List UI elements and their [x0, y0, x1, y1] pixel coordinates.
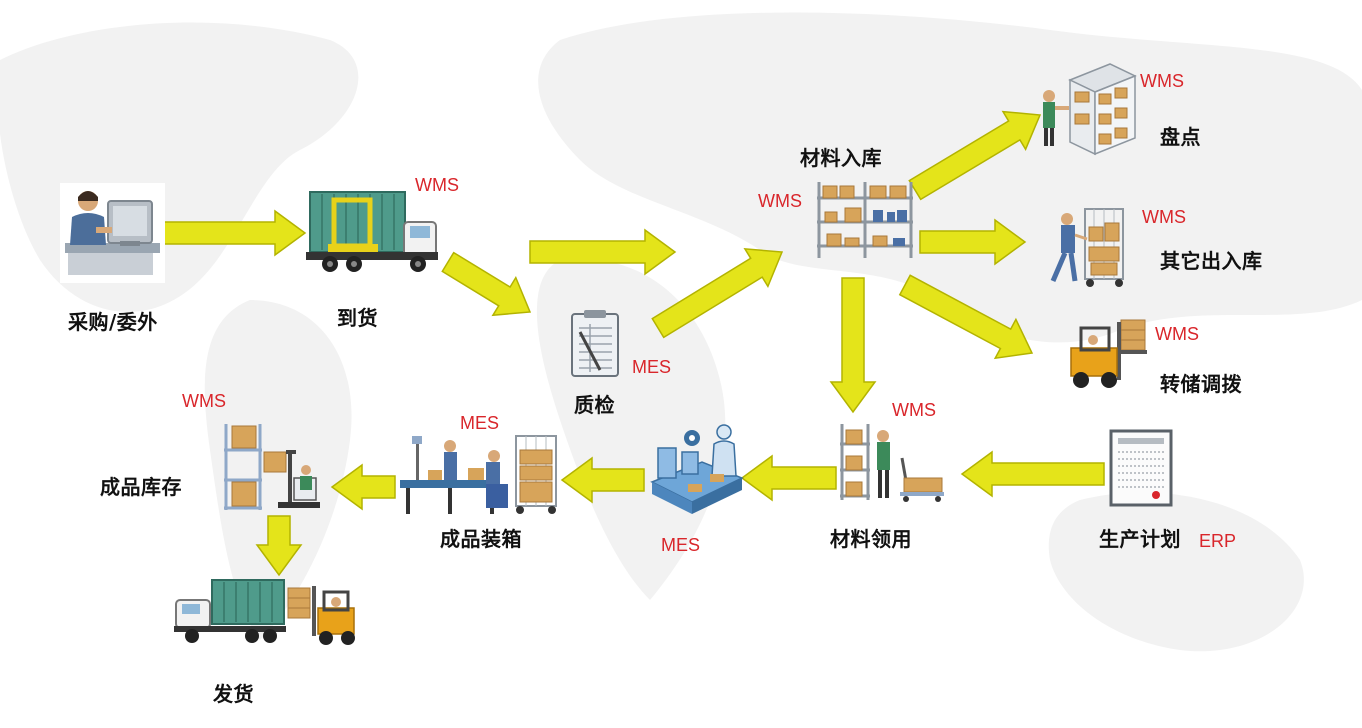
step-fg-stock [222, 420, 322, 512]
step-material-issue [838, 422, 948, 502]
label-transfer: 转储调拨 [1160, 372, 1242, 396]
step-purchase [60, 183, 165, 283]
arrow-plan-to-material-issue [960, 450, 1105, 498]
step-arrival [306, 186, 441, 276]
shelf-picker-icon [840, 424, 944, 502]
step-other-in-out [1043, 205, 1128, 287]
arrow-fg-stock-to-shipping [255, 515, 303, 577]
truck-forklift-icon [174, 579, 355, 645]
arrow-inspection-to-material-in [651, 248, 784, 339]
step-material-in [815, 180, 915, 260]
forklift-icon [1070, 319, 1147, 388]
arrow-manufacturing-to-packing [560, 456, 645, 504]
stacker-shelf-icon [224, 424, 320, 510]
packing-line-icon [400, 435, 557, 514]
plan-document-icon [1109, 429, 1173, 507]
step-packing [398, 430, 560, 518]
arrow-arrival-to-material-in [529, 228, 677, 276]
step-manufacturing [648, 418, 746, 518]
label-purchase: 采购/委外 [68, 310, 158, 334]
arrow-material-in-to-transfer [898, 274, 1034, 360]
system-packing: MES [460, 413, 500, 433]
system-material-issue: WMS [892, 400, 936, 420]
label-packing: 成品装箱 [440, 527, 522, 551]
step-inspection [570, 308, 622, 380]
label-arrival: 到货 [337, 306, 378, 330]
arrow-material-issue-to-manufacturing [740, 454, 837, 502]
arrow-packing-to-fg-stock [330, 463, 396, 511]
label-stocktake: 盘点 [1160, 125, 1201, 149]
system-inspection: MES [632, 357, 672, 377]
label-fg-stock: 成品库存 [100, 475, 182, 499]
label-material-issue: 材料领用 [830, 527, 912, 551]
system-material-in: WMS [758, 191, 802, 211]
step-production-plan [1108, 428, 1174, 508]
warehouse-shelf-icon [817, 182, 913, 258]
step-transfer [1065, 318, 1150, 393]
system-manufacturing: MES [661, 535, 701, 555]
arrow-arrival-to-inspection [441, 251, 532, 317]
arrow-material-in-to-material-issue [829, 277, 877, 414]
assembly-robot-icon [650, 424, 744, 514]
system-other-in-out: WMS [1142, 207, 1186, 227]
cart-worker-icon [1050, 208, 1124, 287]
arrow-material-in-to-other [919, 218, 1027, 266]
system-production-plan: ERP [1199, 531, 1237, 551]
arrow-purchase-to-arrival [162, 209, 307, 257]
clipboard-icon [571, 310, 619, 377]
arrow-material-in-to-stocktake [908, 110, 1042, 201]
system-transfer: WMS [1155, 324, 1199, 344]
label-material-in: 材料入库 [800, 146, 882, 170]
label-other-in-out: 其它出入库 [1160, 249, 1263, 273]
system-arrival: WMS [415, 175, 459, 195]
step-shipping [172, 578, 360, 648]
step-stocktake [1035, 62, 1140, 157]
label-production-plan: 生产计划 [1099, 527, 1181, 551]
rack-worker-icon [1043, 63, 1137, 156]
office-worker-icon [60, 183, 165, 283]
container-truck-icon [306, 191, 438, 272]
system-fg-stock: WMS [182, 391, 226, 411]
label-shipping: 发货 [213, 682, 254, 706]
label-inspection: 质检 [574, 393, 615, 417]
system-stocktake: WMS [1140, 71, 1184, 91]
